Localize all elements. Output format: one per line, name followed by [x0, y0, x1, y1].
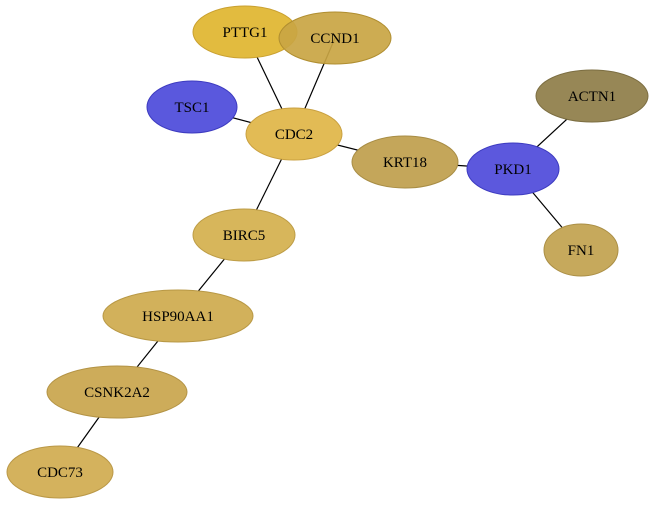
node-label-hsp90aa1: HSP90AA1 — [142, 309, 214, 325]
node-pttg1[interactable]: PTTG1 — [192, 5, 298, 59]
node-label-pttg1: PTTG1 — [223, 25, 268, 41]
node-ccnd1[interactable]: CCND1 — [278, 11, 392, 65]
node-label-birc5: BIRC5 — [223, 228, 266, 244]
node-shape-hsp90aa1 — [102, 289, 254, 343]
node-krt18[interactable]: KRT18 — [351, 135, 459, 189]
node-label-actn1: ACTN1 — [568, 89, 616, 105]
node-fn1[interactable]: FN1 — [543, 223, 619, 277]
node-shape-krt18 — [351, 135, 459, 189]
node-shape-birc5 — [192, 208, 296, 262]
node-label-tsc1: TSC1 — [174, 100, 209, 116]
node-pkd1[interactable]: PKD1 — [466, 142, 560, 196]
node-csnk2a2[interactable]: CSNK2A2 — [46, 365, 188, 419]
node-shape-fn1 — [543, 223, 619, 277]
node-label-cdc73: CDC73 — [37, 465, 83, 481]
node-cdc73[interactable]: CDC73 — [6, 445, 114, 499]
node-label-ccnd1: CCND1 — [310, 31, 359, 47]
node-shape-pkd1 — [466, 142, 560, 196]
node-tsc1[interactable]: TSC1 — [146, 80, 238, 134]
node-actn1[interactable]: ACTN1 — [535, 69, 649, 123]
node-label-krt18: KRT18 — [383, 155, 427, 171]
node-label-csnk2a2: CSNK2A2 — [84, 385, 150, 401]
node-shape-csnk2a2 — [46, 365, 188, 419]
node-cdc2[interactable]: CDC2 — [245, 107, 343, 161]
node-birc5[interactable]: BIRC5 — [192, 208, 296, 262]
node-shape-ccnd1 — [278, 11, 392, 65]
node-shape-tsc1 — [146, 80, 238, 134]
node-hsp90aa1[interactable]: HSP90AA1 — [102, 289, 254, 343]
node-shape-cdc2 — [245, 107, 343, 161]
node-shape-actn1 — [535, 69, 649, 123]
node-shape-cdc73 — [6, 445, 114, 499]
node-label-pkd1: PKD1 — [494, 162, 532, 178]
node-label-cdc2: CDC2 — [275, 127, 313, 143]
node-label-fn1: FN1 — [568, 243, 595, 259]
